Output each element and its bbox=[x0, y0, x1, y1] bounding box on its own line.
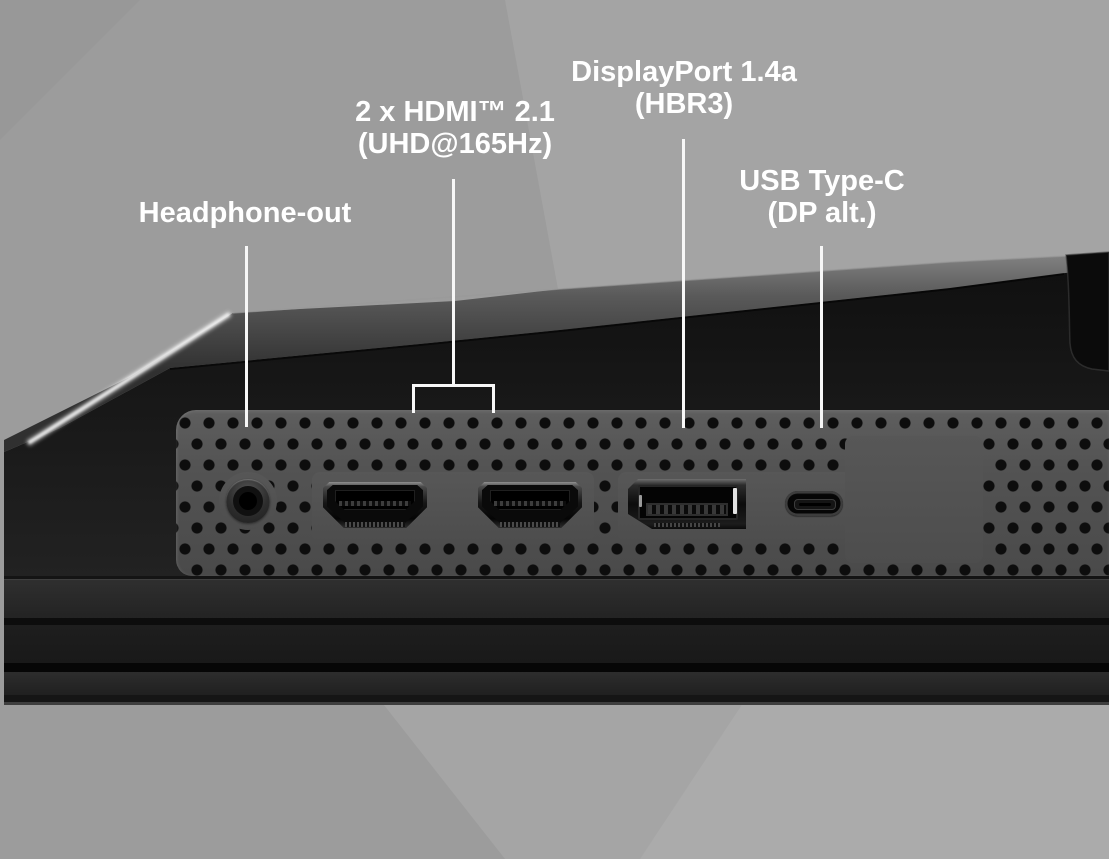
label-line: Headphone-out bbox=[138, 197, 352, 229]
label-displayport: DisplayPort 1.4a (HBR3) bbox=[559, 56, 809, 120]
label-usb-type-c: USB Type-C (DP alt.) bbox=[700, 165, 944, 229]
label-line: 2 x HDMI™ 2.1 bbox=[355, 96, 555, 128]
io-panel bbox=[176, 410, 1109, 576]
bottom-edge-highlight bbox=[4, 702, 1109, 705]
port-clearance-plate bbox=[845, 436, 983, 563]
hdmi-port-1 bbox=[323, 482, 427, 528]
bottom-bar-3 bbox=[4, 672, 1109, 695]
hdmi-port-2 bbox=[478, 482, 582, 528]
hdmi-shield-comb bbox=[345, 522, 405, 527]
usb-type-c-port bbox=[785, 491, 843, 516]
label-line: (DP alt.) bbox=[767, 197, 877, 229]
hump-highlight-glow bbox=[25, 310, 233, 447]
monitor-top-surface bbox=[4, 254, 1109, 452]
leader-line-usbc bbox=[820, 246, 823, 428]
body-crease-line bbox=[169, 273, 1065, 370]
hdmi-slot bbox=[490, 490, 570, 510]
usbc-tongue bbox=[794, 499, 836, 510]
label-headphone-out: Headphone-out bbox=[110, 197, 380, 229]
corner-end-cap bbox=[1065, 251, 1109, 372]
bottom-bar-1 bbox=[4, 579, 1109, 619]
bottom-bar-2 bbox=[4, 625, 1109, 663]
displayport-shield-comb bbox=[654, 523, 720, 527]
displayport-port bbox=[628, 479, 746, 529]
hdmi-slot bbox=[335, 490, 415, 510]
label-hdmi: 2 x HDMI™ 2.1 (UHD@165Hz) bbox=[330, 96, 580, 160]
displayport-pins bbox=[646, 503, 728, 516]
hdmi-pins bbox=[339, 501, 411, 506]
usbc-slot bbox=[799, 503, 831, 506]
top-edge-highlight bbox=[232, 255, 1067, 314]
bottom-bar-separator bbox=[4, 618, 1109, 625]
leader-bracket-hdmi bbox=[412, 384, 495, 413]
jack-hole bbox=[239, 492, 257, 510]
headphone-jack-port bbox=[226, 479, 270, 523]
displayport-latch-left bbox=[639, 495, 642, 507]
label-line: DisplayPort 1.4a bbox=[571, 56, 797, 88]
label-line: USB Type-C bbox=[739, 165, 905, 197]
hdmi-pins bbox=[494, 501, 566, 506]
leader-line-hdmi-stem bbox=[452, 179, 455, 385]
hdmi-shield-comb bbox=[500, 522, 560, 527]
bottom-edge bbox=[4, 695, 1109, 702]
label-line: (UHD@165Hz) bbox=[357, 128, 553, 160]
leader-line-headphone bbox=[245, 246, 248, 427]
label-line: (HBR3) bbox=[634, 88, 734, 120]
panel-under-shadow bbox=[4, 576, 1109, 579]
bottom-bar-separator bbox=[4, 663, 1109, 672]
leader-line-displayport bbox=[682, 139, 685, 428]
displayport-latch-right bbox=[733, 488, 737, 514]
